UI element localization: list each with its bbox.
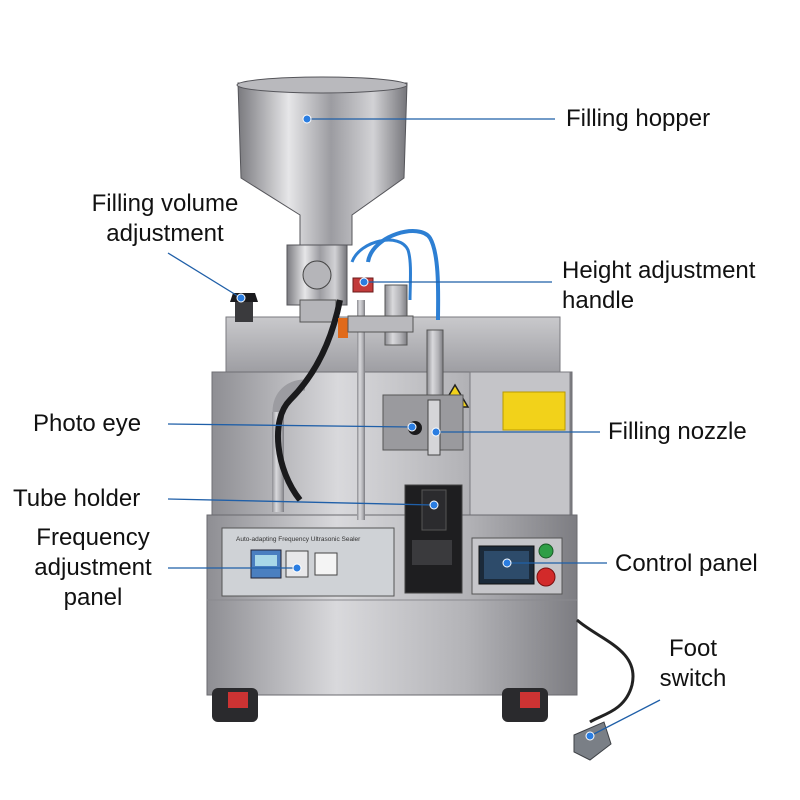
leader-tube-holder bbox=[167, 498, 435, 506]
label-filling-volume-adjustment: Filling volume adjustment bbox=[80, 189, 250, 249]
filling-nozzle bbox=[427, 399, 441, 456]
foot-switch-cable bbox=[576, 618, 635, 724]
label-filling-volume-line2: adjustment bbox=[106, 220, 224, 247]
label-frequency-line2: adjustment bbox=[34, 554, 152, 581]
vertical-rod bbox=[357, 300, 365, 520]
label-photo-eye: Photo eye bbox=[33, 410, 142, 437]
label-control-panel: Control panel bbox=[615, 550, 758, 577]
label-tube-holder: Tube holder bbox=[13, 485, 141, 512]
label-height-line2: handle bbox=[562, 287, 635, 314]
label-filling-nozzle: Filling nozzle bbox=[608, 418, 747, 445]
leader-photo-eye bbox=[167, 423, 413, 428]
leader-foot-switch bbox=[589, 699, 661, 737]
label-frequency-line1: Frequency bbox=[36, 524, 150, 551]
nozzle-bracket bbox=[382, 394, 464, 451]
sealer-panel-text: Auto-adapting Frequency Ultrasonic Seale… bbox=[236, 536, 361, 543]
label-frequency-adjustment-panel: Frequency adjustment panel bbox=[20, 523, 166, 613]
label-foot-line1: Foot bbox=[668, 635, 718, 662]
cross-arm bbox=[347, 315, 414, 333]
volume-knob-stand bbox=[235, 302, 253, 322]
warning-label bbox=[502, 391, 566, 431]
hopper-rim bbox=[236, 76, 408, 94]
marker-dots bbox=[236, 114, 595, 741]
start-button[interactable] bbox=[538, 543, 554, 559]
label-frequency-line3: panel bbox=[63, 584, 123, 611]
stop-button[interactable] bbox=[536, 567, 556, 587]
label-filling-volume-line1: Filling volume bbox=[91, 190, 239, 217]
label-foot-line2: switch bbox=[659, 665, 727, 692]
label-height-line1: Height adjustment bbox=[562, 257, 756, 284]
nozzle-cylinder bbox=[384, 284, 408, 346]
tube-holder-cup bbox=[421, 489, 447, 531]
leader-filling-volume bbox=[167, 252, 242, 299]
leader-lines bbox=[167, 118, 661, 737]
black-hose bbox=[275, 299, 343, 502]
label-filling-hopper: Filling hopper bbox=[566, 105, 711, 132]
label-height-adjustment-handle: Height adjustment handle bbox=[562, 256, 755, 316]
hopper-body bbox=[237, 82, 408, 246]
label-foot-switch: Foot switch bbox=[648, 634, 738, 694]
foot-switch[interactable] bbox=[573, 721, 612, 761]
